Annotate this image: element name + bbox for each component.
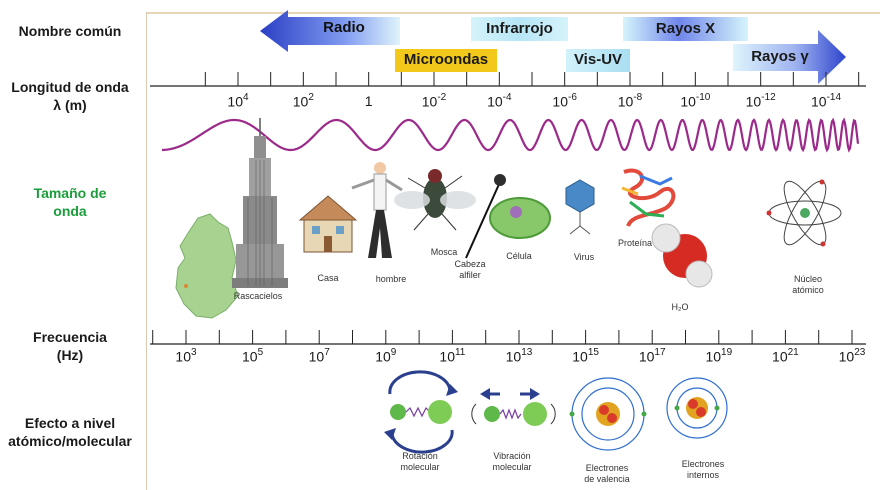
microwave-box (395, 49, 497, 72)
tick-label: 109 (375, 347, 397, 365)
house-icon (298, 195, 358, 253)
tick-label: 102 (292, 92, 314, 110)
valence-electrons-icon (569, 377, 647, 451)
tick-label: 1021 (772, 347, 799, 365)
tick-label: 1023 (838, 347, 866, 365)
tick-label: 103 (175, 347, 197, 365)
water-icon (651, 223, 713, 288)
tick-label: 1019 (705, 347, 733, 365)
tick-label: 10-8 (617, 92, 643, 110)
band-gamma: Rayos γ (751, 48, 809, 65)
xray-box (623, 17, 748, 41)
tick-label: 1 (364, 93, 373, 109)
band-xray: Rayos X (655, 20, 716, 37)
vibration-icon (471, 388, 556, 426)
atom-icon (766, 179, 842, 247)
gamma-arrow (733, 30, 846, 84)
caption-man: hombre (375, 274, 407, 284)
top-border (146, 12, 880, 14)
cell-icon (489, 197, 551, 239)
fly-icon (394, 169, 476, 231)
band-infrared: Infrarrojo (486, 20, 553, 37)
size-illustrations (175, 118, 842, 319)
pin-icon (465, 174, 506, 259)
wavelength-axis (150, 72, 866, 87)
tick-label: 10-2 (421, 92, 447, 110)
tick-label: 10-10 (680, 92, 711, 110)
caption-virus: Virus (573, 252, 595, 262)
caption-skyscraper: Rascacielos (233, 291, 283, 301)
tick-label: 104 (227, 92, 249, 110)
label-common-name: Nombre común (18, 23, 122, 39)
band-microwave: Microondas (403, 51, 489, 68)
visuv-box (566, 49, 630, 72)
tick-label: 1015 (572, 347, 599, 365)
rotation-icon (384, 370, 458, 454)
tick-label: 10-14 (810, 92, 842, 110)
virus-icon (565, 179, 595, 235)
tick-label: 1011 (439, 347, 466, 365)
tick-label: 10-4 (487, 92, 512, 110)
band-radio: Radio (323, 19, 365, 36)
skyscraper-icon (232, 118, 288, 288)
infrared-box (471, 17, 568, 41)
tick-label: 10-12 (745, 92, 776, 110)
label-frequency: Frecuencia(Hz) (33, 329, 107, 363)
caption-protein: Proteína (617, 238, 653, 248)
frequency-axis (150, 330, 866, 345)
map-icon (175, 213, 239, 319)
caption-water: H₂O (671, 302, 689, 312)
protein-icon (621, 168, 676, 227)
band-graphics (260, 10, 846, 84)
caption-cell: Célula (506, 251, 532, 261)
tick-label: 1017 (638, 347, 666, 365)
column-separator (146, 12, 147, 490)
radio-arrow (260, 10, 400, 52)
caption-fly: Mosca (430, 247, 458, 257)
effect-illustrations (384, 370, 728, 454)
tick-label: 1013 (505, 347, 533, 365)
band-visuv: Vis-UV (573, 51, 623, 68)
caption-house: Casa (317, 273, 339, 283)
tick-label: 105 (242, 347, 264, 365)
inner-electrons-icon (666, 377, 728, 439)
man-icon (351, 162, 403, 258)
tick-label: 10-6 (552, 92, 577, 110)
tick-label: 107 (308, 347, 330, 365)
wave-curve (162, 117, 860, 153)
